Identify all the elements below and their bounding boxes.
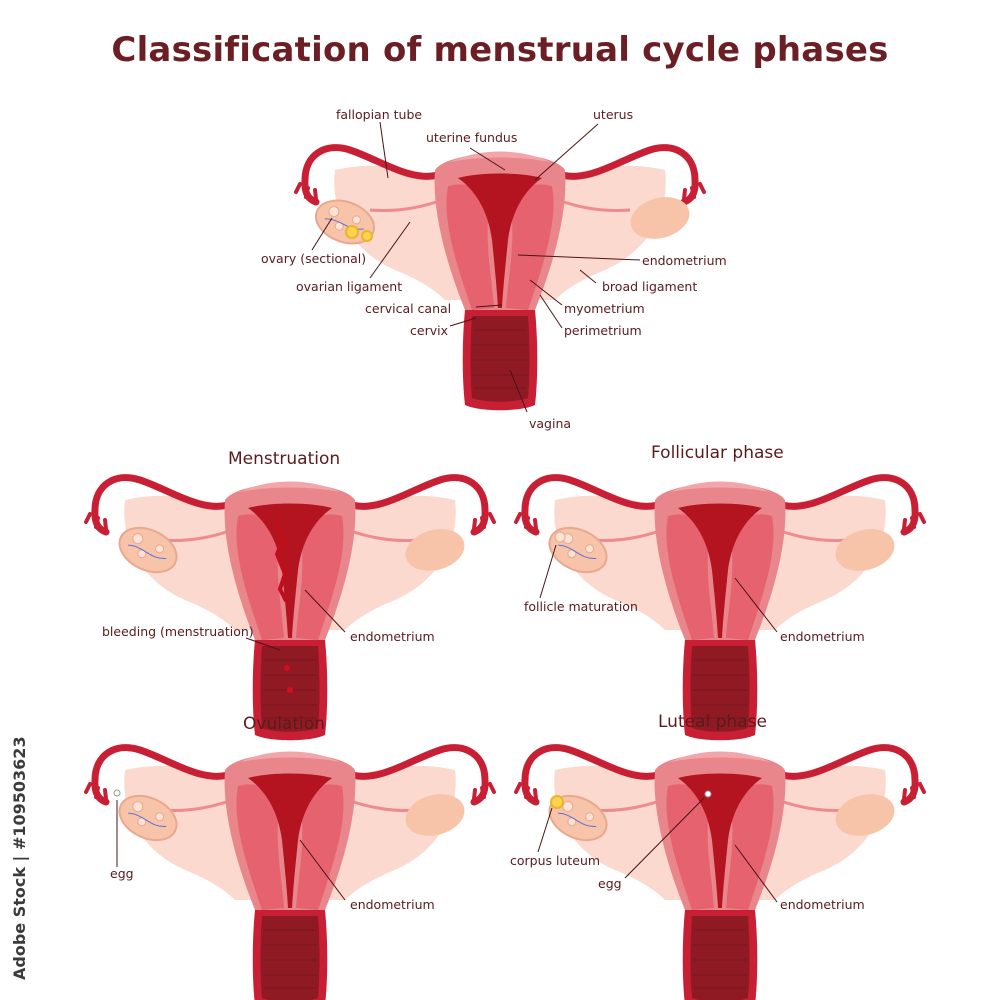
label-corpus-luteum: corpus luteum [510, 853, 600, 868]
main-uterus [296, 148, 704, 411]
label-uterus: uterus [593, 107, 633, 122]
egg-icon [113, 789, 121, 797]
luteal-uterus [516, 748, 924, 1000]
leader-line [734, 844, 778, 903]
watermark-text: Adobe Stock | #109503623 [10, 736, 29, 980]
leader-line [449, 317, 477, 327]
leader-line [311, 217, 333, 251]
label-endometrium: endometrium [780, 897, 865, 912]
label-egg: egg [598, 876, 622, 891]
leader-line [624, 797, 705, 879]
label-endometrium: endometrium [350, 629, 435, 644]
follicular-uterus [516, 478, 924, 741]
label-myometrium: myometrium [564, 301, 645, 316]
blood-drop-icon [287, 687, 293, 693]
menstruation-uterus [86, 478, 494, 741]
label-endometrium: endometrium [642, 253, 727, 268]
leader-line [579, 269, 597, 284]
leader-line [379, 121, 389, 179]
leader-line [245, 637, 281, 651]
label-egg: egg [110, 866, 134, 881]
label-endometrium: endometrium [780, 629, 865, 644]
label-vagina: vagina [529, 416, 571, 431]
leader-line [469, 147, 506, 171]
leader-line [734, 577, 778, 633]
egg-icon [704, 790, 712, 798]
label-cervix: cervix [410, 323, 448, 338]
phase-title-follicular: Follicular phase [651, 443, 784, 463]
leader-line [539, 544, 557, 599]
label-uterine-fundus: uterine fundus [426, 130, 517, 145]
blood-icon [273, 519, 288, 602]
leader-line [304, 589, 346, 633]
label-follicle-maturation: follicle maturation [524, 599, 638, 614]
phase-title-luteal: Luteal phase [658, 712, 767, 732]
follicle-icon [554, 531, 566, 543]
leader-line [529, 279, 563, 306]
label-broad-ligament: broad ligament [602, 279, 697, 294]
leader-line [534, 123, 599, 181]
label-ovary: ovary (sectional) [261, 251, 366, 266]
watermark: Adobe Stock | #109503623 [6, 736, 30, 980]
phase-title-ovulation: Ovulation [243, 714, 325, 734]
leader-line [475, 304, 503, 308]
leader-line [369, 221, 411, 279]
blood-drop-icon [284, 665, 290, 671]
label-endometrium: endometrium [350, 897, 435, 912]
follicle-icon [361, 230, 373, 242]
label-cervical-canal: cervical canal [365, 301, 451, 316]
phase-title-menstruation: Menstruation [228, 449, 340, 469]
leader-line [517, 254, 641, 261]
page-title: Classification of menstrual cycle phases [111, 30, 889, 70]
label-bleeding: bleeding (menstruation) [102, 624, 254, 639]
corpus-luteum-icon [550, 795, 564, 809]
ovulation-uterus [86, 748, 494, 1000]
leader-line [509, 369, 528, 413]
leader-line [299, 839, 346, 901]
label-fallopian-tube: fallopian tube [336, 107, 422, 122]
label-perimetrium: perimetrium [564, 323, 642, 338]
label-ovarian-ligament: ovarian ligament [296, 279, 402, 294]
follicle-icon [345, 225, 359, 239]
leader-line [539, 294, 563, 329]
leader-line [537, 807, 553, 853]
